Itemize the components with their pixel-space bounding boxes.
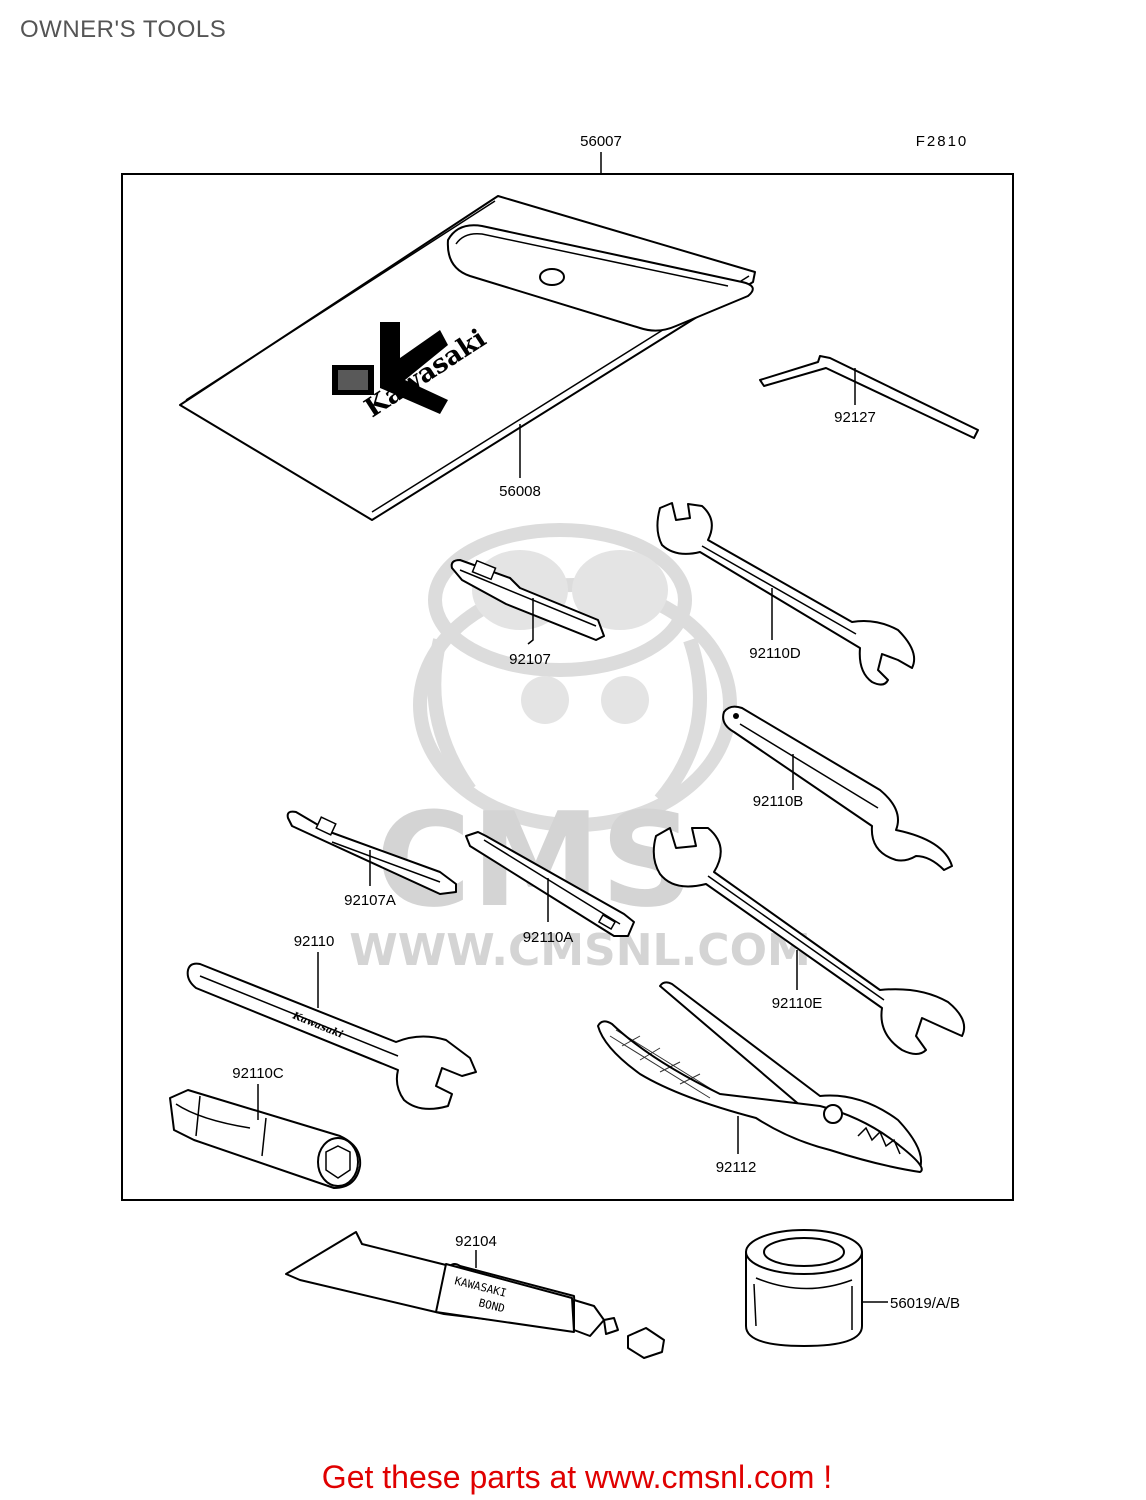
part-label-92107A: 92107A: [344, 892, 396, 909]
part-label-92110C: 92110C: [232, 1065, 284, 1082]
part-label-56007: 56007: [580, 133, 622, 150]
part-label-92110A: 92110A: [523, 929, 574, 946]
part-label-56019: 56019/A/B: [890, 1295, 960, 1312]
part-label-92127: 92127: [834, 409, 876, 426]
bond-tube-text-2: BOND: [477, 1296, 506, 1315]
figure-code: F2810: [916, 133, 969, 150]
kawasaki-logo: Kawasaki: [332, 322, 492, 424]
watermark-brand: CMS: [376, 784, 694, 936]
part-label-56008: 56008: [499, 483, 541, 500]
pliers-icon: [597, 981, 923, 1173]
part-label-92107: 92107: [509, 651, 551, 668]
part-label-92110D: 92110D: [749, 645, 801, 662]
open-end-wrench-d-icon: [656, 502, 916, 686]
part-label-92110B: 92110B: [753, 793, 804, 810]
paint-can-icon: [745, 1229, 863, 1347]
bond-tube-icon: KAWASAKI BOND: [285, 1231, 665, 1359]
flat-wrench-a-icon: [465, 831, 635, 937]
part-label-92110: 92110: [294, 933, 335, 950]
watermark-site: WWW.CMSNL.COM: [349, 925, 811, 976]
screwdriver-handle-icon: [450, 559, 605, 641]
part-label-92110E: 92110E: [772, 995, 823, 1012]
watermark: CMS WWW.CMSNL.COM: [349, 523, 811, 976]
footer-callout-link[interactable]: Get these parts at www.cmsnl.com !: [322, 1459, 832, 1495]
hook-spanner-icon: [722, 705, 953, 871]
tool-kit-frame: [121, 173, 1014, 1201]
open-end-wrench-icon: Kawasaki: [186, 962, 477, 1110]
page-title: OWNER'S TOOLS: [20, 16, 227, 43]
screwdriver-bit-icon: [286, 810, 457, 895]
spark-plug-wrench-icon: [169, 1089, 362, 1189]
part-label-92112: 92112: [716, 1159, 757, 1176]
open-end-wrench-e-icon: [652, 827, 966, 1055]
hex-key-icon: [759, 355, 979, 439]
tool-bag-icon: Kawasaki: [179, 195, 756, 521]
part-label-92104: 92104: [455, 1233, 497, 1250]
